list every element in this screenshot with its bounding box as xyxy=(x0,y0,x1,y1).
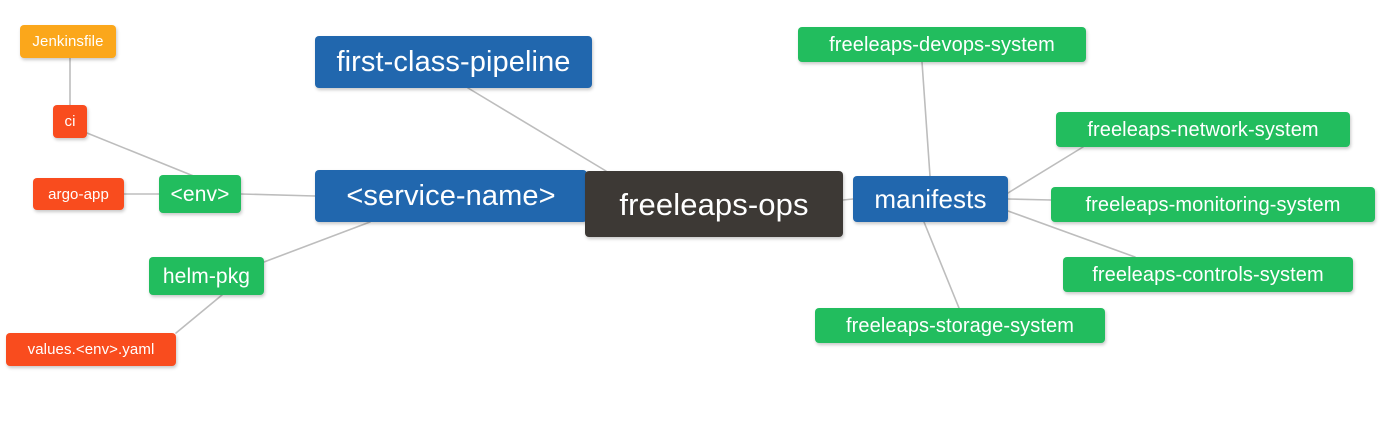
node-jenkinsfile[interactable]: Jenkinsfile xyxy=(20,25,116,58)
edge-manifests-network xyxy=(1007,146,1084,194)
node-helm-pkg[interactable]: helm-pkg xyxy=(149,257,264,295)
node-values-yaml[interactable]: values.<env>.yaml xyxy=(6,333,176,366)
edge-valuesyaml-helmpkg xyxy=(175,294,223,334)
edge-manifests-monitoring xyxy=(1007,198,1052,201)
node-env[interactable]: <env> xyxy=(159,175,241,213)
edge-manifests-devops xyxy=(921,61,931,177)
node-freeleaps-devops-system[interactable]: freeleaps-devops-system xyxy=(798,27,1086,62)
edge-pipeline-ops xyxy=(467,87,607,172)
node-label-freeleaps-ops: freeleaps-ops xyxy=(619,186,809,222)
edge-helmpkg-servicename xyxy=(263,221,371,263)
edge-ci-env xyxy=(86,132,197,178)
node-label-freeleaps-devops-system: freeleaps-devops-system xyxy=(829,33,1055,56)
node-label-manifests: manifests xyxy=(874,184,987,214)
node-label-values-yaml: values.<env>.yaml xyxy=(27,341,155,358)
node-label-service-name: <service-name> xyxy=(346,179,556,212)
node-label-freeleaps-controls-system: freeleaps-controls-system xyxy=(1092,263,1324,286)
node-label-ci: ci xyxy=(64,113,76,130)
node-label-freeleaps-network-system: freeleaps-network-system xyxy=(1087,118,1319,141)
node-argo-app[interactable]: argo-app xyxy=(33,178,124,210)
node-manifests[interactable]: manifests xyxy=(853,176,1008,222)
node-ci[interactable]: ci xyxy=(53,105,87,138)
node-label-freeleaps-monitoring-system: freeleaps-monitoring-system xyxy=(1085,193,1341,216)
node-label-argo-app: argo-app xyxy=(48,185,109,203)
node-service-name[interactable]: <service-name> xyxy=(315,170,587,222)
node-label-freeleaps-storage-system: freeleaps-storage-system xyxy=(845,314,1075,337)
node-freeleaps-network-system[interactable]: freeleaps-network-system xyxy=(1056,112,1350,147)
edge-ops-manifests xyxy=(842,198,854,201)
edge-env-servicename xyxy=(240,193,316,197)
node-freeleaps-controls-system[interactable]: freeleaps-controls-system xyxy=(1063,257,1353,292)
edge-manifests-controls xyxy=(1007,210,1136,258)
node-freeleaps-ops[interactable]: freeleaps-ops xyxy=(585,171,843,237)
node-label-jenkinsfile: Jenkinsfile xyxy=(32,33,104,50)
node-label-helm-pkg: helm-pkg xyxy=(162,264,251,288)
node-freeleaps-monitoring-system[interactable]: freeleaps-monitoring-system xyxy=(1051,187,1375,222)
edge-manifests-storage xyxy=(923,221,960,309)
node-freeleaps-storage-system[interactable]: freeleaps-storage-system xyxy=(815,308,1105,343)
node-label-first-class-pipeline: first-class-pipeline xyxy=(336,45,571,78)
node-first-class-pipeline[interactable]: first-class-pipeline xyxy=(315,36,592,88)
node-label-env: <env> xyxy=(170,182,230,206)
